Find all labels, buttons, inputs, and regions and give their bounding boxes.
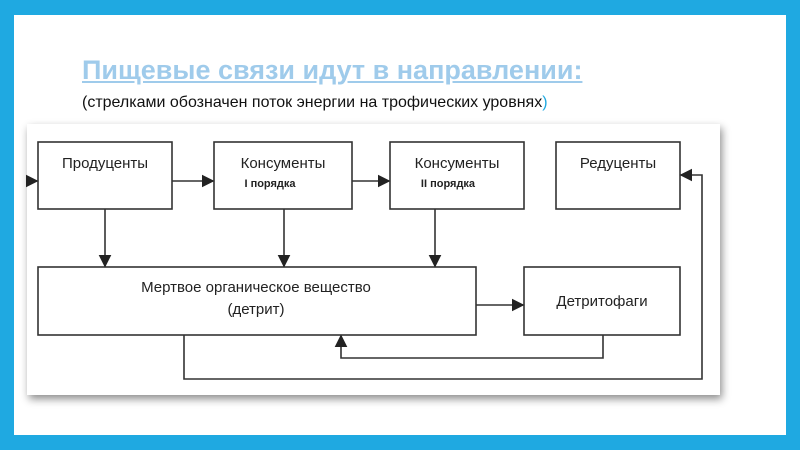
detritus-label-2: (детрит) [227, 301, 284, 318]
consumers2-label: Консументы [415, 155, 500, 172]
detritus-label-1: Мертвое органическое вещество [141, 279, 371, 296]
subtitle-text: (стрелками обозначен поток энергии на тр… [82, 94, 543, 111]
producers-label: Продуценты [62, 155, 148, 172]
consumers2-order: II порядка [421, 178, 476, 190]
detritus-box [37, 266, 477, 336]
consumers1-box [213, 141, 353, 210]
detritophages-label: Детритофаги [556, 293, 647, 310]
producers-box [37, 141, 173, 210]
arrows [25, 168, 703, 380]
slide-title: Пищевые связи идут в направлении: [82, 55, 583, 85]
reducers-label: Редуценты [580, 155, 656, 172]
arrow-detritus-reducers [183, 168, 703, 380]
slide-subtitle: (стрелками обозначен поток энергии на тр… [82, 94, 548, 112]
arrow-detritophages-detritus [334, 334, 604, 359]
food-chain-diagram [27, 124, 720, 395]
reducers-box [555, 141, 681, 210]
consumers1-label: Консументы [241, 155, 326, 172]
consumers2-box [389, 141, 525, 210]
subtitle-close: ) [542, 94, 548, 111]
consumers1-order: I порядка [244, 178, 296, 190]
